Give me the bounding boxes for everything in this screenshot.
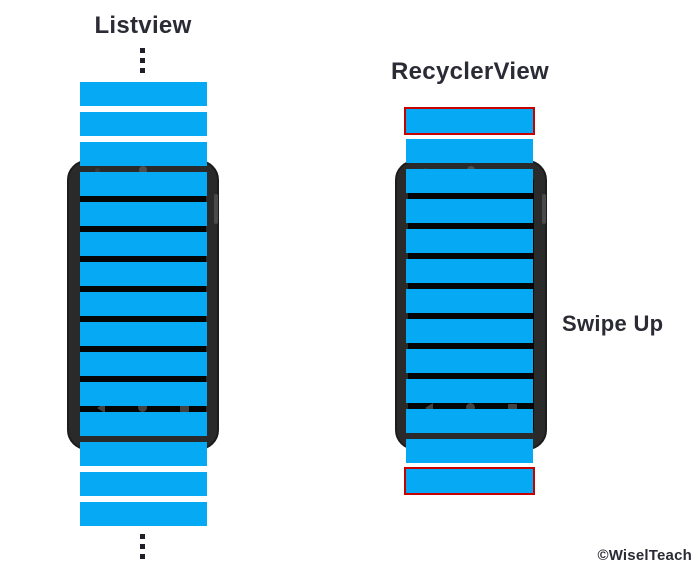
list-item-bar bbox=[406, 289, 533, 313]
dot bbox=[140, 58, 145, 63]
dot bbox=[140, 48, 145, 53]
list-item-bar bbox=[80, 412, 207, 436]
list-item-bar bbox=[80, 322, 207, 346]
camera-dot-icon bbox=[139, 166, 147, 174]
listview-title: Listview bbox=[94, 12, 192, 39]
list-item-bar bbox=[80, 292, 207, 316]
list-item-bar bbox=[406, 169, 533, 193]
recyclerview-title: RecyclerView bbox=[391, 58, 549, 85]
android-nav-bar bbox=[80, 402, 206, 413]
list-item-bar-highlighted bbox=[404, 467, 535, 495]
list-item-bar bbox=[80, 232, 207, 256]
list-item-bar-highlighted bbox=[404, 107, 535, 135]
list-item-bar bbox=[80, 472, 207, 496]
list-item-bar bbox=[406, 319, 533, 343]
list-item-bar bbox=[80, 502, 207, 526]
list-item-bar bbox=[406, 439, 533, 463]
list-item-bar bbox=[406, 349, 533, 373]
list-item-bar bbox=[406, 139, 533, 163]
dot bbox=[140, 554, 145, 559]
dot bbox=[140, 68, 145, 73]
list-item-bar bbox=[406, 259, 533, 283]
back-icon bbox=[425, 402, 433, 413]
list-item-bar bbox=[406, 229, 533, 253]
list-item-bar bbox=[80, 262, 207, 286]
swipe-up-label: Swipe Up bbox=[562, 311, 664, 336]
list-item-bar bbox=[406, 379, 533, 403]
listview-items-column bbox=[80, 82, 207, 526]
list-item-bar bbox=[406, 409, 533, 433]
watermark-credit: ©WiselTeach bbox=[597, 547, 692, 564]
android-nav-bar bbox=[408, 402, 534, 413]
ellipsis-dots-bottom bbox=[140, 534, 145, 559]
power-button bbox=[542, 194, 546, 224]
list-item-bar bbox=[80, 142, 207, 166]
list-item-bar bbox=[80, 82, 207, 106]
list-item-bar bbox=[80, 382, 207, 406]
list-item-bar bbox=[80, 172, 207, 196]
dot bbox=[140, 534, 145, 539]
sensor-dot-icon bbox=[95, 168, 100, 173]
ellipsis-dots-top bbox=[140, 48, 145, 73]
home-icon bbox=[138, 403, 147, 412]
list-item-bar bbox=[80, 202, 207, 226]
recyclerview-items-column bbox=[404, 107, 535, 495]
home-icon bbox=[466, 403, 475, 412]
list-item-bar bbox=[80, 352, 207, 376]
list-item-bar bbox=[406, 199, 533, 223]
recents-icon bbox=[180, 403, 189, 412]
list-item-bar bbox=[80, 112, 207, 136]
recents-icon bbox=[508, 403, 517, 412]
list-item-bar bbox=[80, 442, 207, 466]
dot bbox=[140, 544, 145, 549]
power-button bbox=[214, 194, 218, 224]
back-icon bbox=[97, 402, 105, 413]
